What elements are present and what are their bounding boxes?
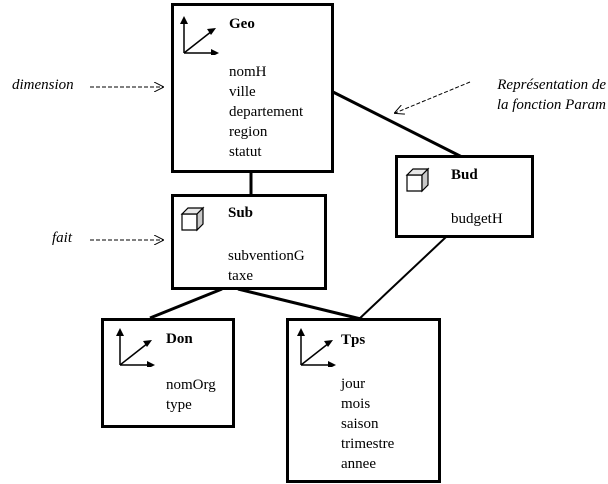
attribute: trimestre <box>341 436 395 452</box>
entity-don-attributes: nomOrg type <box>166 375 216 415</box>
attribute: departement <box>229 104 304 120</box>
arrow-param <box>395 81 471 113</box>
attribute: statut <box>229 144 262 160</box>
link-bud-tps <box>357 236 447 321</box>
entity-don-title: Don <box>166 331 193 347</box>
entity-geo: Geo nomH ville departement region statut <box>171 3 334 173</box>
entity-bud: Bud budgetH <box>395 155 534 238</box>
attribute: mois <box>341 396 371 412</box>
annotation-param-line1: Représentation de <box>497 77 606 93</box>
entity-sub-title: Sub <box>228 205 254 221</box>
annotation-param-line2: la fonction Param <box>496 97 606 113</box>
attribute: taxe <box>228 268 253 284</box>
attribute: jour <box>341 376 366 392</box>
dimension-axes-icon <box>297 328 336 367</box>
attribute: type <box>166 397 192 413</box>
link-sub-tps <box>237 287 366 322</box>
entity-bud-attributes: budgetH <box>451 209 503 229</box>
link-sub-don <box>149 287 223 320</box>
entity-tps-attributes: jour mois saison trimestre annee <box>341 374 394 474</box>
attribute: nomOrg <box>166 377 216 393</box>
attribute: annee <box>341 456 376 472</box>
entity-tps: Tps jour mois saison trimestre annee <box>286 318 441 483</box>
entity-bud-title: Bud <box>451 167 478 183</box>
entity-don: Don nomOrg type <box>101 318 235 428</box>
entity-tps-title: Tps <box>341 332 366 348</box>
entity-sub: Sub subventionG taxe <box>171 194 327 290</box>
cube-icon <box>180 206 205 232</box>
attribute: ville <box>229 84 256 100</box>
cube-icon <box>405 167 430 193</box>
attribute: subventionG <box>228 248 305 264</box>
entity-geo-attributes: nomH ville departement region statut <box>229 62 303 162</box>
annotation-param: Représentation de la fonction Param <box>497 75 606 115</box>
annotation-dimension: dimension <box>12 77 74 93</box>
annotation-fait: fait <box>52 230 73 246</box>
attribute: nomH <box>229 64 267 80</box>
entity-sub-attributes: subventionG taxe <box>228 246 305 286</box>
link-geo-bud <box>332 90 463 159</box>
entity-geo-title: Geo <box>229 16 255 32</box>
attribute: region <box>229 124 268 140</box>
attribute: saison <box>341 416 379 432</box>
dimension-axes-icon <box>180 16 219 55</box>
attribute: budgetH <box>451 211 503 227</box>
dimension-axes-icon <box>116 328 155 367</box>
